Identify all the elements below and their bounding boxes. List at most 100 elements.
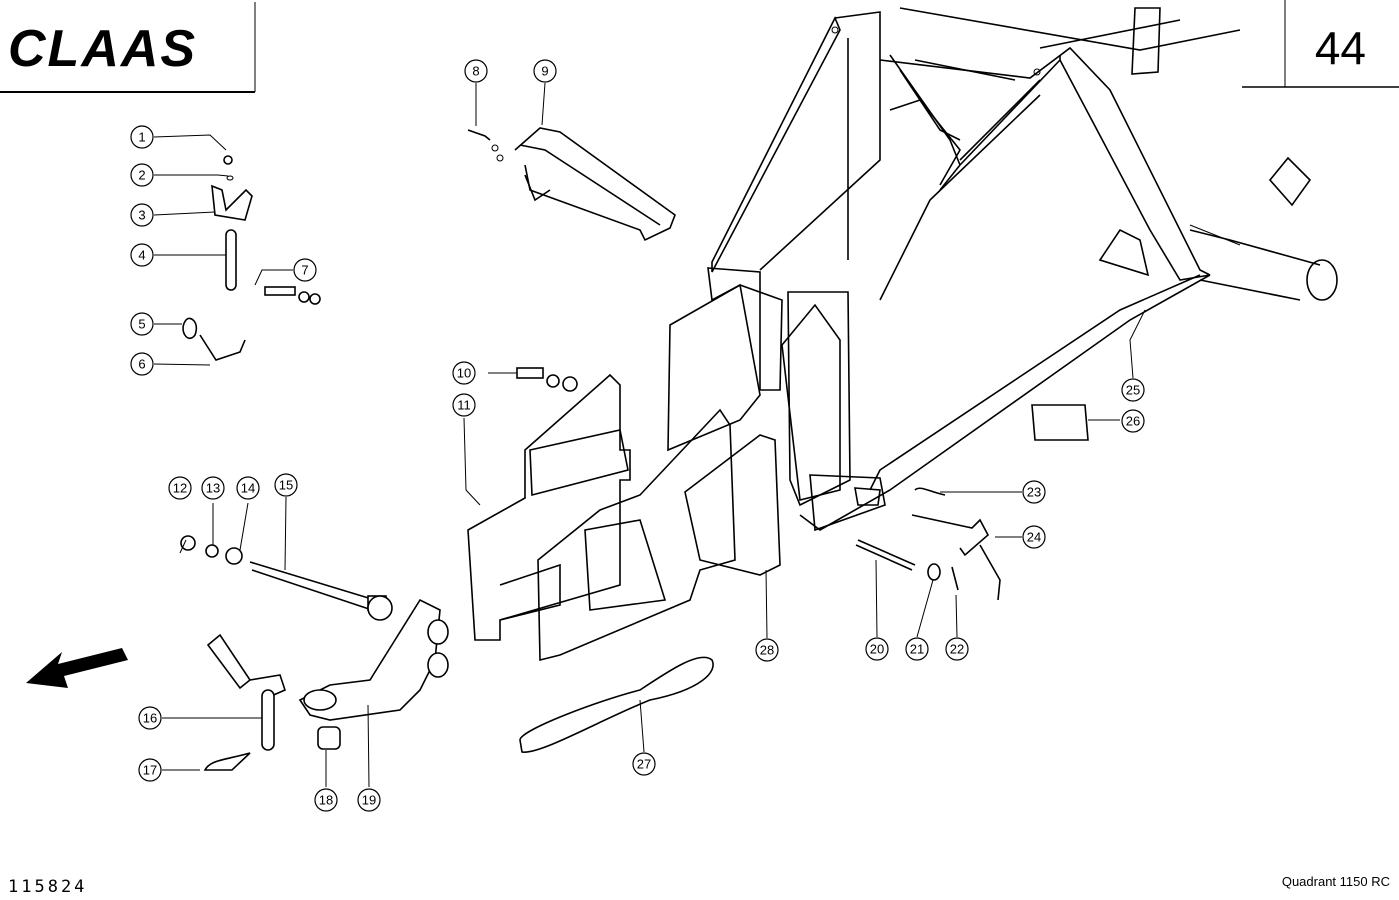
callout-number: 25 [1126, 383, 1140, 398]
callout-number: 14 [241, 481, 255, 496]
callout-circle [274, 473, 298, 497]
callout-number: 4 [138, 248, 145, 263]
callout-circle [314, 788, 338, 812]
parts-1-to-7-drawing [182, 155, 321, 361]
callout-4: 4 [130, 243, 154, 267]
callout-number: 12 [173, 481, 187, 496]
callout-circle [1121, 378, 1145, 402]
callout-circle [130, 125, 154, 149]
callout-number: 3 [138, 208, 145, 223]
callout-number: 11 [457, 398, 471, 413]
callout-circle [945, 637, 969, 661]
callout-circle [138, 758, 162, 782]
callout-number: 20 [870, 642, 884, 657]
callout-number: 18 [319, 793, 333, 808]
callout-9: 9 [533, 59, 557, 83]
callout-number: 13 [206, 481, 220, 496]
callout-6: 6 [130, 352, 154, 376]
callout-24: 24 [1022, 525, 1046, 549]
callout-21: 21 [905, 637, 929, 661]
callout-circle [138, 706, 162, 730]
callout-number: 28 [760, 643, 774, 658]
callout-8: 8 [464, 59, 488, 83]
parts-12-to-15-drawing [180, 535, 387, 611]
callout-number: 10 [457, 366, 471, 381]
callout-number: 7 [301, 263, 308, 278]
callout-circle [452, 393, 476, 417]
callout-number: 1 [138, 130, 145, 145]
callout-circle [201, 476, 225, 500]
leader-lines [153, 82, 1146, 788]
callout-18: 18 [314, 788, 338, 812]
callout-circle [1121, 409, 1145, 433]
parts-16-to-18-drawing [203, 633, 341, 771]
machine-model: Quadrant 1150 RC [1282, 874, 1390, 889]
callout-17: 17 [138, 758, 162, 782]
part-9-drawing [514, 127, 676, 242]
callout-circle [905, 637, 929, 661]
callout-3: 3 [130, 203, 154, 227]
callout-10: 10 [452, 361, 476, 385]
callout-7: 7 [293, 258, 317, 282]
callout-11: 11 [452, 393, 476, 417]
callout-26: 26 [1121, 409, 1145, 433]
callout-23: 23 [1022, 480, 1046, 504]
callout-number: 19 [362, 793, 376, 808]
callout-circle [1022, 525, 1046, 549]
brand-logo: CLAAS [8, 20, 197, 78]
part-27-drawing [519, 656, 714, 753]
document-number: 115824 [8, 877, 87, 897]
bolt-10-drawing [516, 367, 578, 392]
parts-20-to-26-drawing [855, 404, 1089, 601]
callout-2: 2 [130, 163, 154, 187]
callout-number: 2 [138, 168, 145, 183]
callout-14: 14 [236, 476, 260, 500]
callout-20: 20 [865, 637, 889, 661]
callout-circle [130, 243, 154, 267]
callout-circle [236, 476, 260, 500]
bracket-plates-drawing [667, 267, 886, 532]
callout-circle [130, 312, 154, 336]
part-8-drawing [467, 129, 504, 162]
callout-number: 22 [950, 642, 964, 657]
callout-number: 24 [1027, 530, 1041, 545]
main-frame-drawing [711, 7, 1338, 531]
callout-27: 27 [632, 752, 656, 776]
direction-arrow-icon [26, 648, 128, 688]
plate-11-drawing [467, 373, 631, 641]
part-19-drawing [298, 595, 449, 721]
callout-25: 25 [1121, 378, 1145, 402]
callout-number: 16 [143, 711, 157, 726]
callout-circle [452, 361, 476, 385]
callout-15: 15 [274, 473, 298, 497]
callout-circle [357, 788, 381, 812]
callout-5: 5 [130, 312, 154, 336]
callout-circle [130, 163, 154, 187]
callout-circle [464, 59, 488, 83]
callout-circle [865, 637, 889, 661]
callout-number: 15 [279, 478, 293, 493]
callout-13: 13 [201, 476, 225, 500]
callout-circle [632, 752, 656, 776]
callout-number: 17 [143, 763, 157, 778]
callout-circle [755, 638, 779, 662]
callout-19: 19 [357, 788, 381, 812]
callout-22: 22 [945, 637, 969, 661]
callout-16: 16 [138, 706, 162, 730]
callout-number: 5 [138, 317, 145, 332]
callout-circle [130, 203, 154, 227]
header-frame [0, 0, 1399, 93]
callout-circle [293, 258, 317, 282]
callout-circle [533, 59, 557, 83]
callout-12: 12 [168, 476, 192, 500]
callout-number: 23 [1027, 485, 1041, 500]
callout-number: 21 [910, 642, 924, 657]
plate-28-drawing [537, 408, 781, 662]
callout-number: 6 [138, 357, 145, 372]
page-number: 44 [1315, 22, 1366, 74]
callout-circle [168, 476, 192, 500]
callout-number: 26 [1126, 414, 1140, 429]
